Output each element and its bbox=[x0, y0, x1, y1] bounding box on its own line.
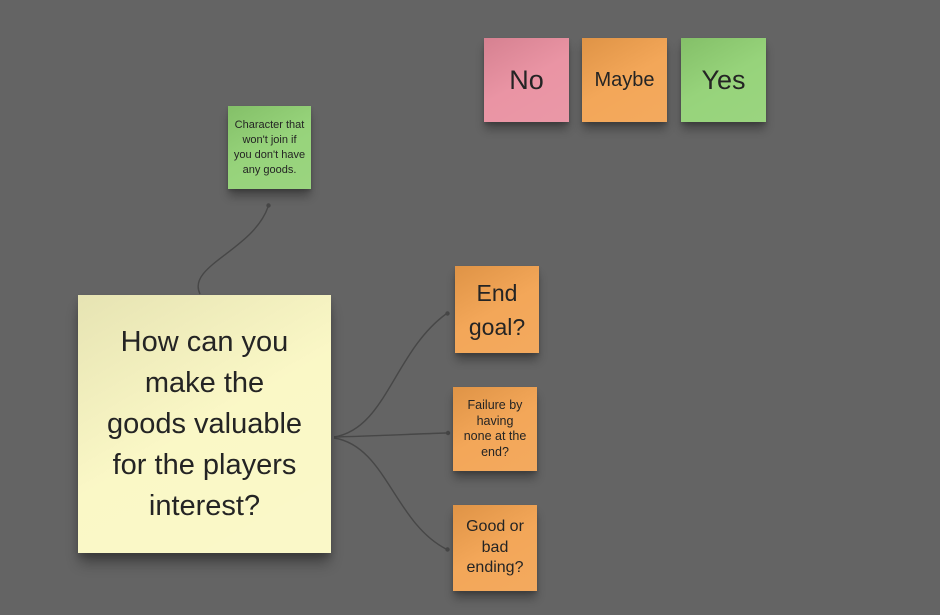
sticky-note-ending[interactable]: Good or bad ending? bbox=[453, 505, 537, 591]
connector-endpoint-dot bbox=[445, 430, 451, 436]
connector-question-to-failure[interactable] bbox=[333, 432, 447, 438]
sticky-note-text: End goal? bbox=[468, 279, 526, 340]
sticky-note-text: How can you make the goods valuable for … bbox=[106, 325, 303, 522]
sticky-note-text: Failure by having none at the end? bbox=[463, 398, 527, 459]
sticky-note-vote-yes[interactable]: Yes bbox=[681, 38, 766, 122]
sticky-note-text: Maybe bbox=[594, 68, 655, 91]
connector-endpoint-dot bbox=[445, 547, 450, 552]
sticky-note-question[interactable]: How can you make the goods valuable for … bbox=[78, 295, 331, 553]
connector-question-to-ending[interactable] bbox=[333, 437, 447, 550]
sticky-note-vote-no[interactable]: No bbox=[484, 38, 569, 122]
connector-question-to-character[interactable] bbox=[197, 206, 269, 295]
sticky-note-text: Yes bbox=[701, 64, 746, 95]
sticky-note-text: Good or bad ending? bbox=[466, 518, 524, 577]
sticky-note-text: Character that won't join if you don't h… bbox=[233, 118, 306, 176]
sticky-note-text: No bbox=[509, 64, 544, 95]
connector-endpoint-dot bbox=[445, 311, 450, 316]
sticky-note-character[interactable]: Character that won't join if you don't h… bbox=[228, 106, 311, 189]
connector-endpoint-dot bbox=[266, 203, 271, 208]
sticky-note-end-goal[interactable]: End goal? bbox=[455, 266, 539, 353]
connector-question-to-end-goal[interactable] bbox=[333, 313, 447, 438]
sticky-note-failure[interactable]: Failure by having none at the end? bbox=[453, 387, 537, 471]
sticky-note-vote-maybe[interactable]: Maybe bbox=[582, 38, 667, 122]
